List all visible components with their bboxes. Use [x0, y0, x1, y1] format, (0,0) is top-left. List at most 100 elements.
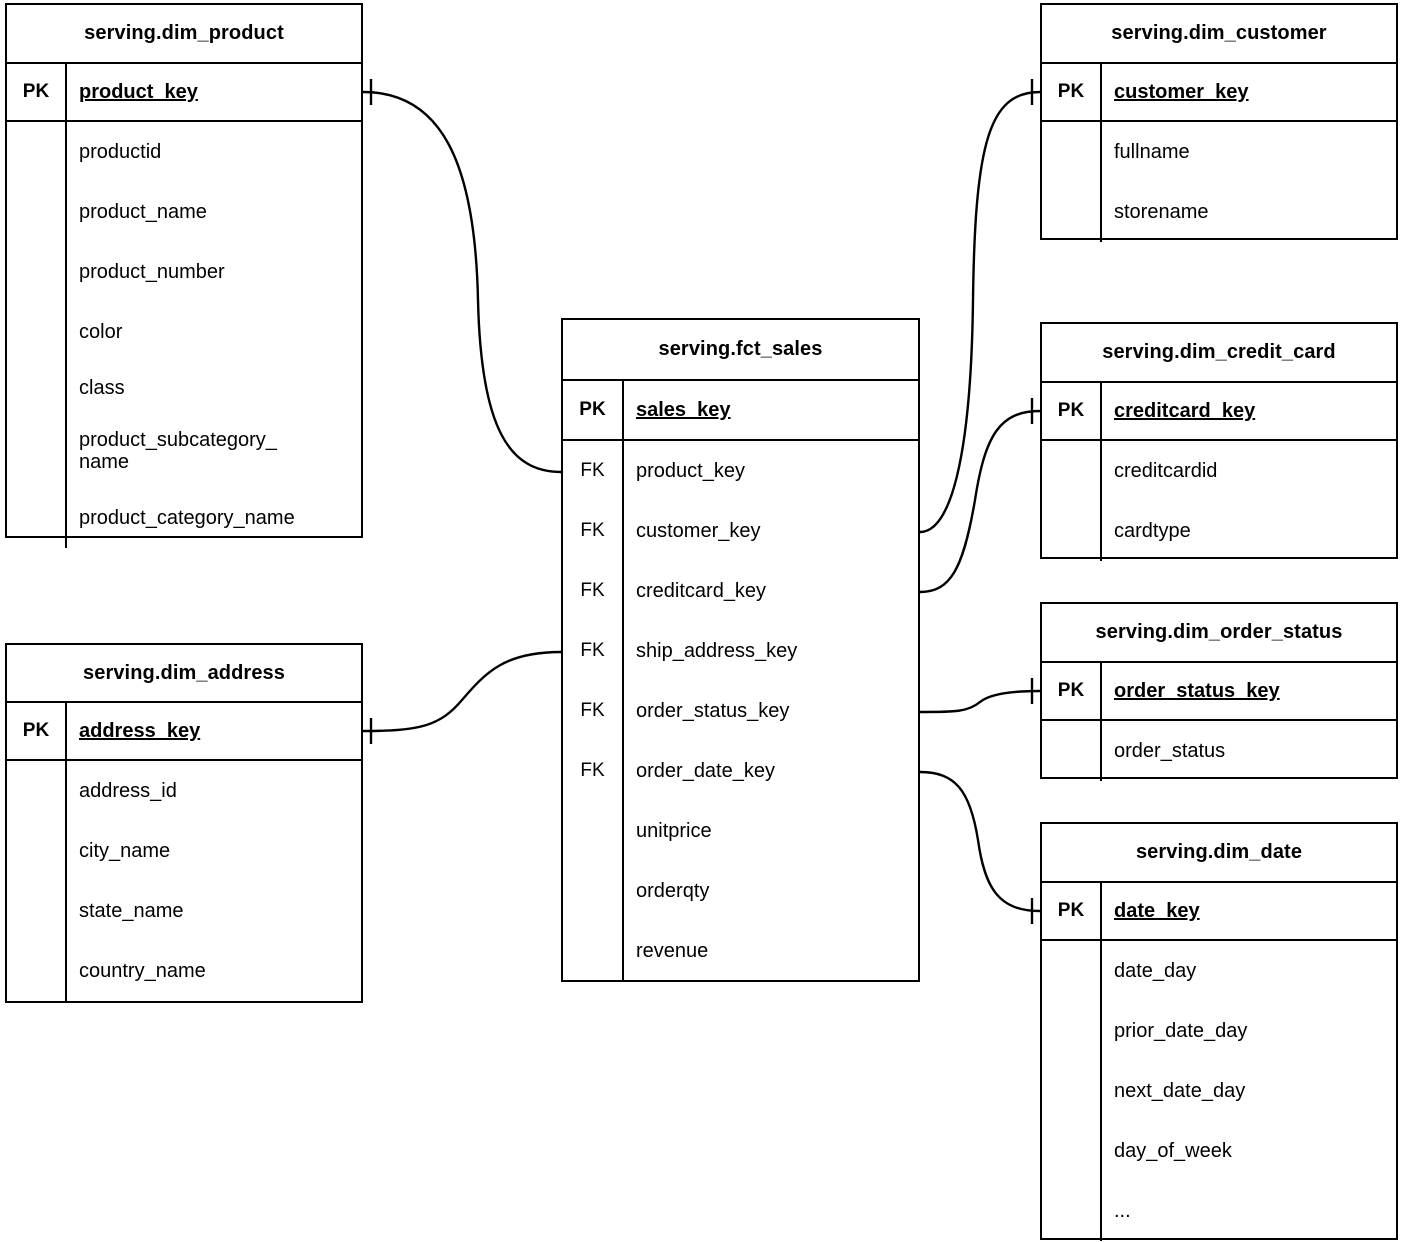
pk-row-dim_address[interactable]: PK address_key [7, 703, 361, 761]
attribute-row[interactable]: product_number [7, 242, 361, 302]
attribute-field: date_day [1114, 959, 1197, 982]
attribute-row[interactable]: state_name [7, 881, 361, 941]
attribute-row[interactable]: product_subcategory_ name [7, 414, 361, 488]
entity-title-fct_sales: serving.fct_sales [563, 320, 918, 381]
attribute-field: product_number [79, 260, 225, 283]
attribute-row[interactable]: revenue [563, 921, 918, 981]
attribute-row[interactable]: date_day [1042, 941, 1396, 1001]
entity-title-dim_credit_card: serving.dim_credit_card [1042, 324, 1396, 383]
attribute-row[interactable]: country_name [7, 941, 361, 1001]
key-spacer [563, 861, 624, 921]
attribute-field: product_name [79, 200, 207, 223]
attribute-field: class [79, 376, 125, 399]
relationship-line [362, 90, 562, 474]
key-spacer [1042, 1001, 1102, 1061]
attribute-row[interactable]: creditcardid [1042, 441, 1396, 501]
attribute-field: next_date_day [1114, 1079, 1246, 1102]
attribute-row[interactable]: color [7, 302, 361, 362]
pk-badge-dim_credit_card: PK [1042, 383, 1102, 439]
attribute-row[interactable]: product_name [7, 182, 361, 242]
attribute-field: creditcard_key [636, 579, 767, 602]
pk-badge-dim_address: PK [7, 703, 67, 759]
key-spacer [7, 414, 67, 488]
attribute-field: orderqty [636, 879, 710, 902]
attribute-field: product_category_name [79, 506, 295, 529]
fk-badge: FK [563, 741, 624, 801]
key-spacer [7, 488, 67, 548]
attribute-row[interactable]: cardtype [1042, 501, 1396, 561]
attribute-field: country_name [79, 959, 206, 982]
fk-badge: FK [563, 441, 624, 501]
key-spacer [7, 941, 67, 1001]
attribute-field: ship_address_key [636, 639, 798, 662]
attribute-row[interactable]: class [7, 362, 361, 414]
entity-title-dim_product: serving.dim_product [7, 5, 361, 64]
pk-field-dim_address: address_key [79, 719, 201, 742]
attribute-field: storename [1114, 200, 1209, 223]
pk-row-fct_sales[interactable]: PK sales_key [563, 381, 918, 441]
entity-title-dim_address: serving.dim_address [7, 645, 361, 703]
key-spacer [7, 821, 67, 881]
relationship-rel-product-sales [362, 79, 588, 485]
attribute-row[interactable]: product_category_name [7, 488, 361, 548]
key-spacer [7, 881, 67, 941]
key-spacer [1042, 122, 1102, 182]
attribute-row[interactable]: fullname [1042, 122, 1396, 182]
attribute-row[interactable]: ... [1042, 1181, 1396, 1241]
relationship-line [919, 409, 1041, 594]
key-spacer [1042, 1121, 1102, 1181]
pk-field-dim_customer: customer_key [1114, 80, 1249, 103]
key-spacer [1042, 941, 1102, 1001]
attribute-field: prior_date_day [1114, 1019, 1248, 1042]
attribute-row[interactable]: FK product_key [563, 441, 918, 501]
fk-badge: FK [563, 621, 624, 681]
attribute-field: city_name [79, 839, 171, 862]
attribute-row[interactable]: order_status [1042, 721, 1396, 781]
attribute-list-dim_credit_card: creditcardid cardtype [1042, 441, 1396, 561]
attribute-row[interactable]: prior_date_day [1042, 1001, 1396, 1061]
fk-badge: FK [563, 561, 624, 621]
key-spacer [7, 242, 67, 302]
attribute-row[interactable]: address_id [7, 761, 361, 821]
attribute-row[interactable]: city_name [7, 821, 361, 881]
pk-badge-dim_order_status: PK [1042, 663, 1102, 719]
attribute-row[interactable]: unitprice [563, 801, 918, 861]
attribute-row[interactable]: next_date_day [1042, 1061, 1396, 1121]
attribute-row[interactable]: productid [7, 122, 361, 182]
pk-badge-fct_sales: PK [563, 381, 624, 439]
attribute-field: fullname [1114, 140, 1190, 163]
attribute-field: product_key [636, 459, 745, 482]
attribute-list-dim_date: date_day prior_date_day next_date_day day_o… [1042, 941, 1396, 1241]
attribute-row[interactable]: orderqty [563, 861, 918, 921]
attribute-field: creditcardid [1114, 459, 1218, 482]
relationship-rel-address-sales [362, 639, 588, 744]
fk-badge: FK [563, 681, 624, 741]
key-spacer [1042, 1061, 1102, 1121]
attribute-row[interactable]: FK creditcard_key [563, 561, 918, 621]
key-spacer [563, 801, 624, 861]
attribute-list-dim_order_status: order_status [1042, 721, 1396, 781]
pk-field-fct_sales: sales_key [636, 398, 731, 421]
attribute-list-dim_address: address_id city_name state_name country_nam… [7, 761, 361, 1001]
attribute-field: state_name [79, 899, 184, 922]
attribute-row[interactable]: day_of_week [1042, 1121, 1396, 1181]
attribute-row[interactable]: FK ship_address_key [563, 621, 918, 681]
attribute-row[interactable]: storename [1042, 182, 1396, 242]
